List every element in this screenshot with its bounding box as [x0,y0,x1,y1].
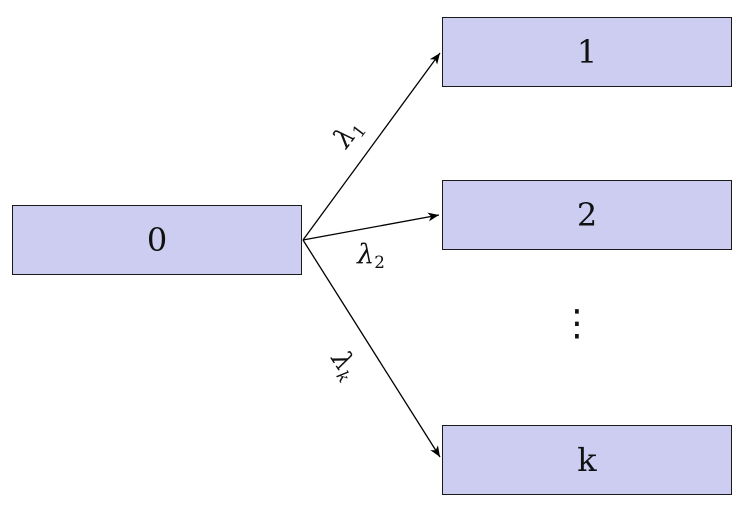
vertical-ellipsis: ⋮ [559,303,595,344]
rate-label-lambda-2: λ2 [357,241,385,271]
arrow-0-to-k [302,239,441,458]
state-node-1: 1 [442,17,732,87]
arrow-0-to-1 [302,52,441,241]
state-node-0: 0 [12,205,302,275]
lambda-symbol: λ [357,239,375,271]
state-node-1-label: 1 [576,33,598,71]
state-node-0-label: 0 [146,221,168,259]
arrow-0-to-2 [302,212,440,241]
lambda-subscript: 2 [374,252,385,273]
state-node-2-label: 2 [576,196,598,234]
state-node-k-label: k [577,441,597,479]
state-node-k: k [442,425,732,495]
state-node-2: 2 [442,180,732,250]
